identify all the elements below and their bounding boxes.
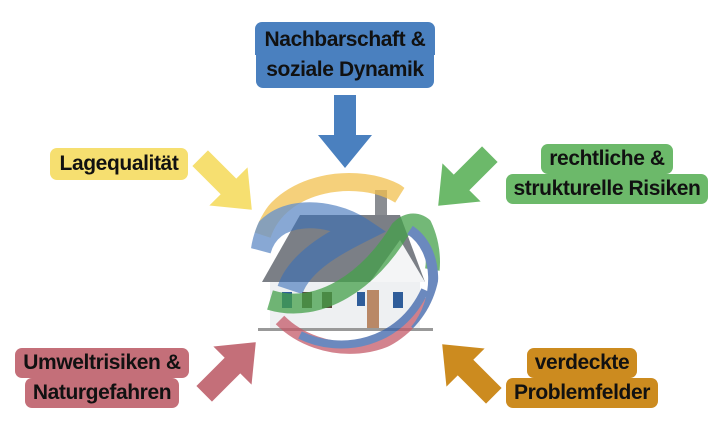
label-line: strukturelle Risiken bbox=[505, 174, 709, 204]
label-line: Problemfelder bbox=[505, 378, 658, 408]
label-nachbarschaft: Nachbarschaft & soziale Dynamik bbox=[248, 22, 442, 88]
label-line: Naturgefahren bbox=[24, 378, 180, 408]
arrow-verdeckt bbox=[442, 344, 502, 404]
arrow-nachbarschaft bbox=[318, 95, 372, 168]
label-line: soziale Dynamik bbox=[256, 55, 434, 88]
label-umwelt: Umweltrisiken & Naturgefahren bbox=[6, 348, 198, 408]
label-line: Nachbarschaft & bbox=[254, 22, 436, 55]
label-line: verdeckte bbox=[526, 348, 638, 378]
label-line: Umweltrisiken & bbox=[15, 348, 189, 378]
house-globe-icon bbox=[250, 173, 440, 354]
arrow-rechtlich bbox=[438, 146, 498, 206]
arrow-umwelt bbox=[196, 342, 256, 402]
label-line: Lagequalität bbox=[49, 148, 189, 180]
label-verdeckt: verdeckte Problemfelder bbox=[498, 348, 666, 408]
label-line: rechtliche & bbox=[541, 144, 673, 174]
label-rechtlich: rechtliche & strukturelle Risiken bbox=[496, 144, 718, 204]
arrow-lage bbox=[192, 150, 252, 210]
label-lage: Lagequalität bbox=[45, 148, 193, 180]
